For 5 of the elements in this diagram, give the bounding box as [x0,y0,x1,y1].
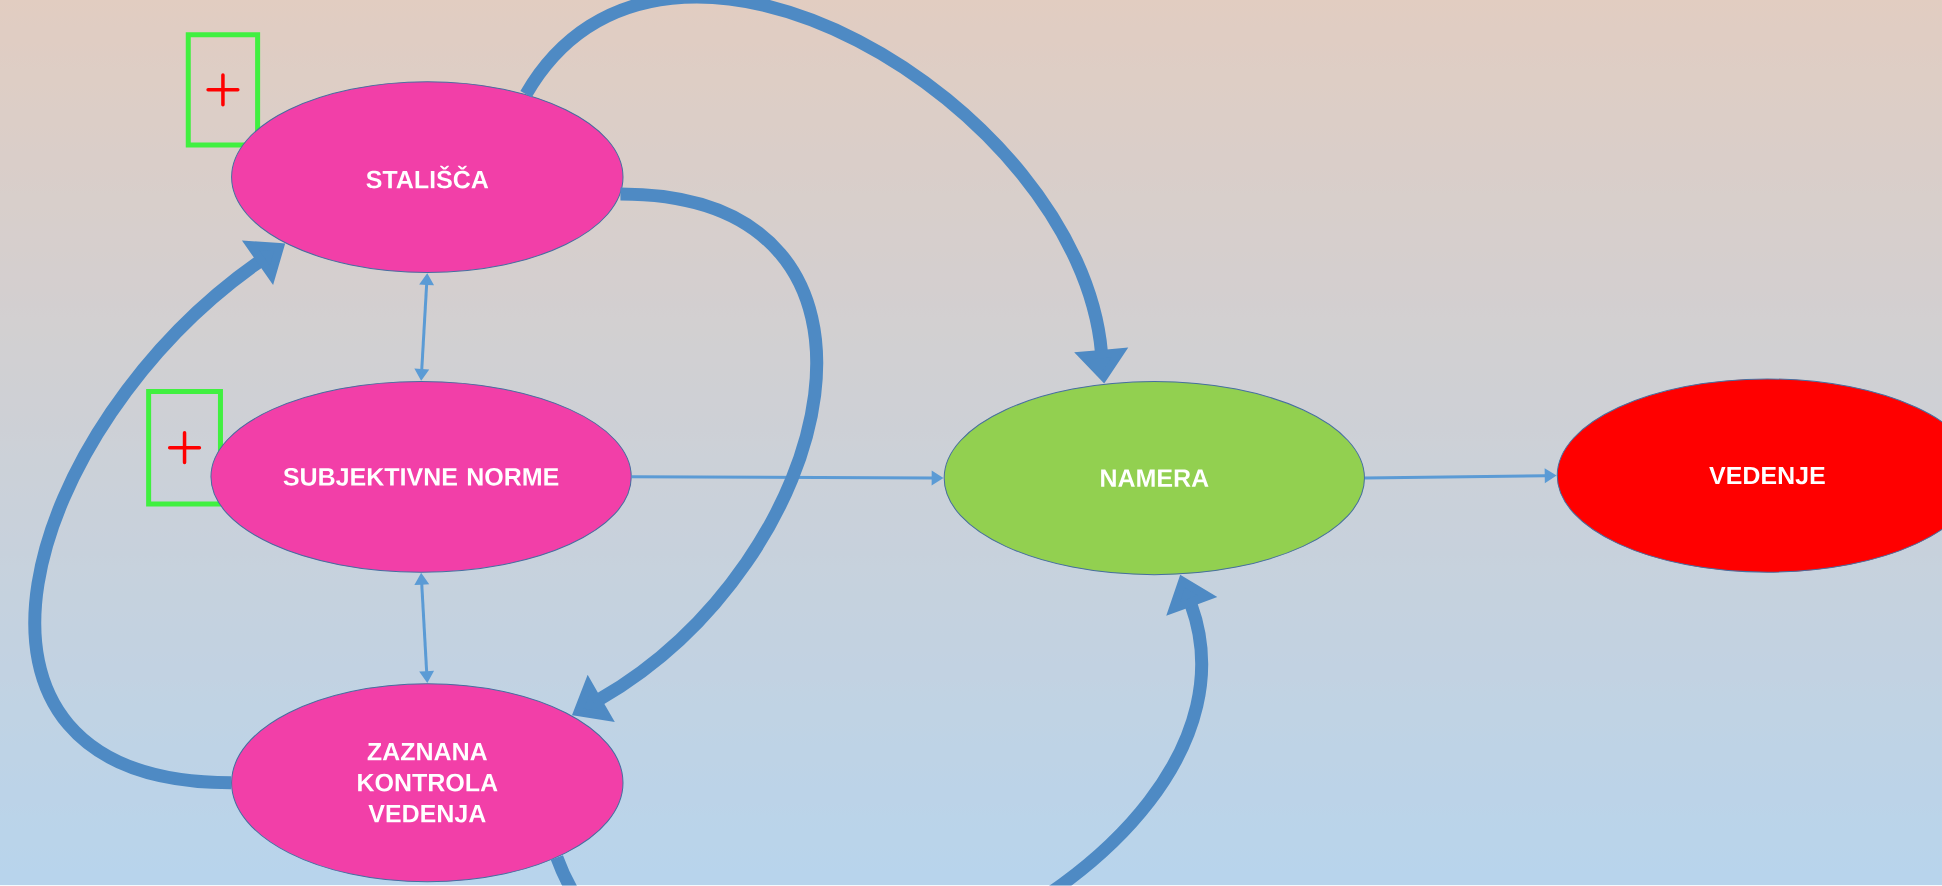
ellipse-node: VEDENJE [1556,378,1942,573]
ellipse-node: ZAZNANA KONTROLA VEDENJA [231,683,624,883]
ellipse-node: SUBJEKTIVNE NORME [210,381,632,573]
ellipse-node: STALIŠČA [231,81,624,274]
ellipse-node: NAMERA [943,381,1365,576]
